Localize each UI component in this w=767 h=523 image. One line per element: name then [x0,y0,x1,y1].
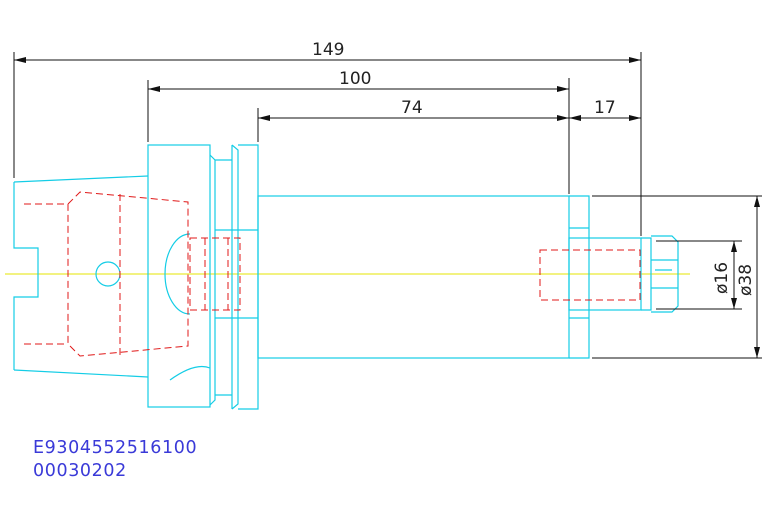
dimension-body-length [258,115,641,121]
flange [147,144,259,410]
dimension-flange-to-end [148,86,569,92]
dimension-flange-to-end-label: 100 [339,69,371,89]
part-number: E9304552516100 [33,438,198,458]
front-nose [568,195,642,359]
dimension-tool-diameter-label: ø16 [712,262,732,294]
dimension-overall [14,57,641,63]
dimension-tool-diameter [731,241,737,309]
dimension-body-diameter-label: ø38 [736,264,756,296]
dimension-overall-label: 149 [312,40,344,60]
body-cylinder [257,195,570,359]
dimension-body-diameter [754,196,760,358]
part-code: 00030202 [33,461,127,481]
part-code-block: E9304552516100 00030202 [33,437,197,483]
hidden-lines [24,191,641,357]
taper-shank [13,175,149,378]
dimension-body-length-label: 74 [401,98,423,118]
cutting-tool [641,235,679,313]
extension-lines [13,52,762,359]
dimension-tool-projection-label: 17 [594,98,616,118]
